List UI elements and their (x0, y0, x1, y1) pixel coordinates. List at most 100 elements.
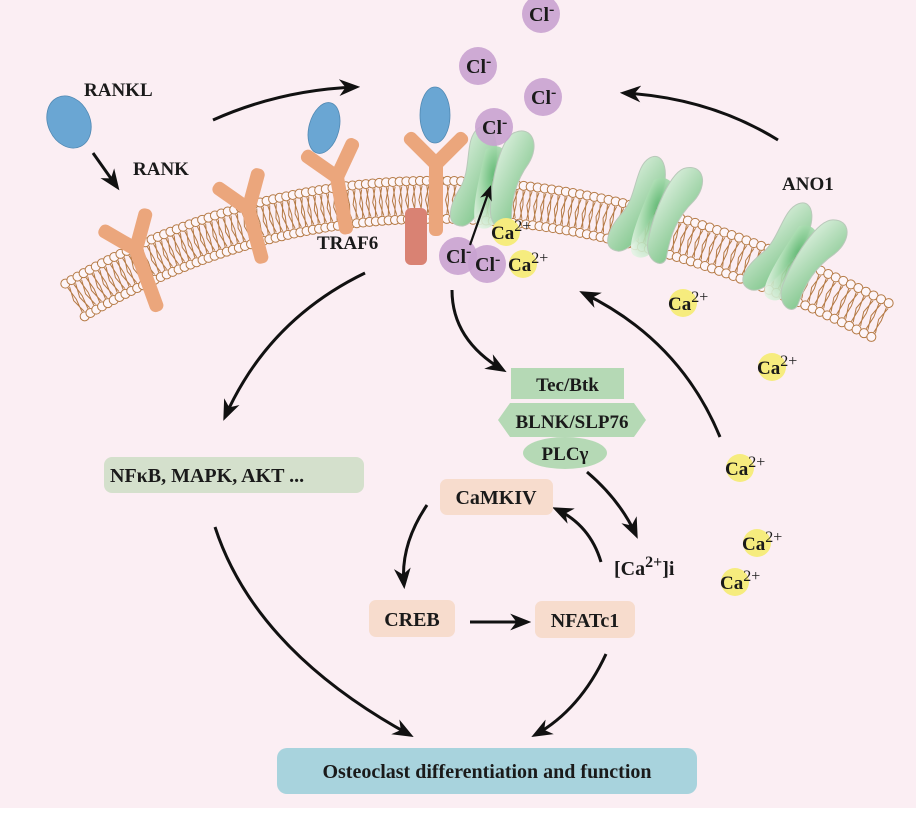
lipid-tail (326, 193, 334, 222)
intracellular-calcium: [Ca2+]i (614, 554, 675, 580)
lipid-tail (153, 243, 167, 270)
creb-node: CREB (369, 600, 455, 637)
lipid-tail (146, 245, 161, 273)
lipid-tail (91, 273, 108, 299)
nfatc1-node: NFATc1 (535, 601, 635, 638)
calcium-ion-label: Ca2+ (725, 454, 765, 480)
calcium-ion-circle (743, 529, 771, 557)
lipid-tail (843, 292, 859, 319)
calcium-ion: Ca2+ (491, 218, 531, 246)
plc-gamma-label: PLCγ (542, 444, 589, 465)
calcium-ion: Ca2+ (720, 568, 760, 596)
lipid-tail (260, 206, 271, 235)
calcium-ion-circle (721, 568, 749, 596)
traf6-label: TRAF6 (317, 233, 378, 254)
rank-receptor-bound (300, 102, 360, 235)
calcium-ion-label: Ca2+ (757, 353, 797, 379)
arrow-nfkb-to-outcome (213, 526, 414, 738)
lipid-tail (873, 307, 889, 334)
lipid-tail (828, 285, 844, 312)
rankl-ligand (307, 102, 341, 154)
rankl-ligand (419, 86, 451, 144)
tec-btk-node: Tec/Btk (511, 368, 624, 399)
ano1-channel (449, 125, 535, 232)
calcium-ion: Ca2+ (725, 454, 765, 482)
lipid-tail (713, 237, 726, 265)
lipid-tail (103, 266, 120, 293)
lipid-head (866, 331, 877, 342)
lipid-tail (85, 276, 102, 303)
lipid-tail (73, 283, 91, 309)
lipid-tail (858, 299, 874, 326)
lipid-tail (391, 186, 398, 215)
lipid-tail (273, 203, 284, 232)
lipid-tail (566, 197, 575, 226)
lipid-tail (235, 213, 246, 242)
camkiv-label: CaMKIV (455, 487, 537, 509)
ca-i-subscript: ]i (662, 558, 675, 580)
lipid-tail (67, 286, 85, 313)
traf6-protein (405, 208, 427, 265)
calcium-ion: Ca2+ (508, 250, 548, 278)
lipid-head (883, 298, 894, 309)
lipid-tail (546, 194, 554, 223)
lipid-tail (286, 200, 296, 229)
lipid-tail (445, 185, 450, 215)
lipid-tail (526, 191, 533, 220)
rank-receptor (98, 208, 164, 313)
lipid-tail (814, 278, 829, 305)
lipid-tail (698, 232, 711, 260)
lipid-tail (109, 263, 126, 290)
lipid-tail (79, 279, 96, 306)
chloride-ion-circle (524, 78, 562, 116)
lipid-tail (691, 229, 704, 258)
lipid-tail (850, 296, 866, 323)
lipid-tail (293, 199, 302, 228)
chloride-ion-label: Cl- (531, 84, 556, 109)
lipid-tail (580, 200, 589, 229)
chloride-ion-circle (522, 0, 560, 33)
lipid-tail (352, 190, 359, 219)
lipid-tail (670, 223, 682, 251)
arrow-traf6-to-nfkb (223, 271, 366, 421)
chloride-ion-circle (439, 237, 477, 275)
calcium-ion-label: Ca2+ (668, 289, 708, 315)
calcium-ion: Ca2+ (742, 529, 782, 557)
ano1-channel (607, 155, 704, 264)
lipid-tail (184, 230, 198, 258)
lipid-tail (734, 244, 748, 273)
lipid-tail (539, 193, 547, 222)
plc-gamma-node: PLCγ (523, 437, 607, 469)
chloride-ion: Cl- (468, 245, 506, 283)
lipid-tail (319, 194, 327, 223)
arrow-rankl-binding (212, 79, 361, 122)
rank-receptor-bound (403, 86, 469, 236)
outcome-label: Osteoclast differentiation and function (322, 761, 651, 783)
nfkb-mapk-akt-node: NFκB, MAPK, AKT ... (104, 457, 364, 493)
lipid-tail (865, 303, 881, 330)
lipid-tail (519, 190, 526, 219)
ano1-label: ANO1 (782, 174, 834, 195)
lipid-tail (116, 260, 132, 287)
tec-btk-label: Tec/Btk (536, 375, 599, 396)
lipid-tail (222, 217, 234, 246)
lipid-tail (512, 190, 519, 219)
nfatc1-label: NFATc1 (551, 610, 620, 632)
chloride-ion-label: Cl- (466, 53, 491, 78)
calcium-ion: Ca2+ (757, 353, 797, 381)
rank-label: RANK (133, 159, 189, 180)
lipid-tail (677, 225, 689, 253)
lipid-tail (821, 281, 836, 309)
lipid-tail (280, 202, 290, 231)
arrow-ca-i-to-camkiv (552, 507, 603, 563)
outcome-node: Osteoclast differentiation and function (277, 748, 697, 794)
rank-receptor (212, 168, 269, 264)
lipid-tail (359, 189, 366, 218)
chloride-ion-circle (459, 47, 497, 85)
lipid-tail (306, 196, 315, 225)
calcium-ion-label: Ca2+ (742, 529, 782, 555)
chloride-ion-circle (468, 245, 506, 283)
lipid-tail (203, 223, 216, 252)
calcium-ion-label: Ca2+ (508, 250, 548, 276)
lipid-tail (594, 203, 603, 232)
